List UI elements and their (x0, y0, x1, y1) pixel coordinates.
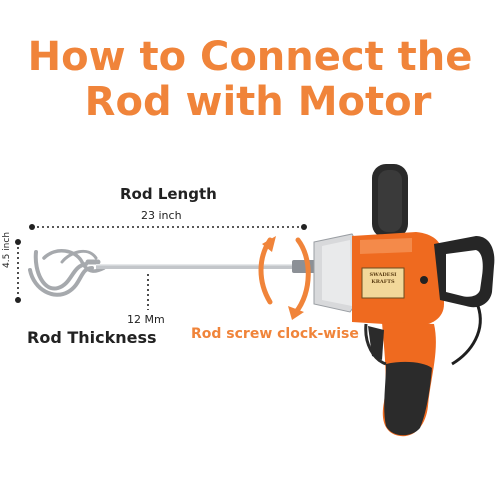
screw-instruction-label: Rod screw clock-wise (191, 326, 359, 342)
brand-name-line-2: KRAFTS (371, 279, 395, 285)
paddle-height-value: 4.5 inch (2, 231, 12, 268)
rod-length-label: Rod Length (120, 185, 217, 203)
rod-thickness-label: Rod Thickness (27, 328, 157, 347)
brand-name-line-1: SWADESI (369, 272, 397, 278)
brand-plate: SWADESI KRAFTS (362, 272, 404, 286)
rod-icon (96, 260, 316, 273)
electric-mixer-icon (313, 164, 495, 437)
mixing-paddle-icon (28, 249, 106, 297)
rod-length-value: 23 inch (141, 209, 182, 222)
curved-arrows-icon (258, 236, 311, 320)
page-title-line-2: Rod with Motor (84, 79, 432, 125)
page-title-line-1: How to Connect the (27, 34, 473, 80)
rod-thickness-value: 12 Mm (127, 313, 165, 326)
rod-length-dimension-icon (29, 224, 307, 230)
height-dimension-icon (15, 239, 21, 303)
